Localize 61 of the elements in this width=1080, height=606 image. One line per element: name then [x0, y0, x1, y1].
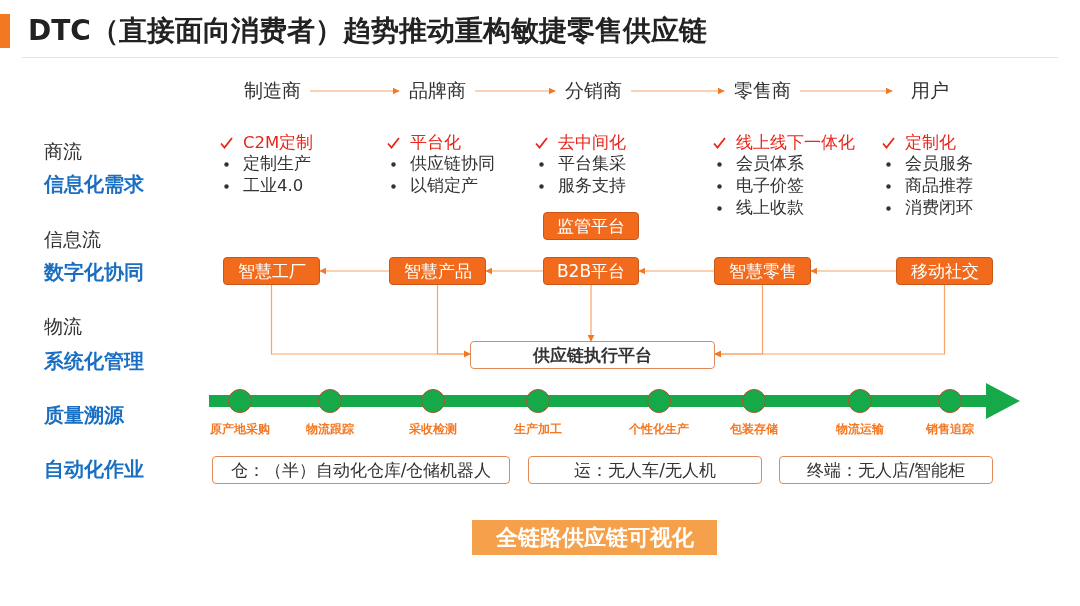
row-label: 信息流: [44, 227, 101, 252]
arrow: [587, 284, 595, 342]
requirement-item: 工业4.0: [243, 175, 304, 197]
arrow: [630, 87, 725, 95]
arrow: [436, 284, 471, 358]
stage-label: 用户: [911, 78, 949, 104]
requirement-item: 以销定产: [410, 175, 478, 197]
requirement-heading: 去中间化: [558, 132, 626, 154]
milestone-label: 采收检测: [409, 421, 457, 438]
arrow: [309, 87, 400, 95]
milestone-label: 原产地采购: [210, 421, 270, 438]
milestone-label: 物流运输: [836, 421, 884, 438]
row-label: 商流: [44, 139, 82, 164]
requirement-item: 线上收款: [736, 197, 804, 219]
process-box: 供应链执行平台: [470, 341, 715, 369]
requirement-item: 商品推荐: [905, 175, 973, 197]
milestone-label: 个性化生产: [629, 421, 689, 438]
requirement-item: 消费闭环: [905, 197, 973, 219]
arrow: [714, 284, 946, 358]
stage-label: 零售商: [733, 78, 791, 104]
process-box: 运：无人车/无人机: [528, 456, 762, 484]
platform-box: 智慧工厂: [223, 257, 320, 285]
requirement-heading: 定制化: [905, 132, 956, 154]
stage-label: 分销商: [564, 78, 622, 104]
milestone-label: 物流跟踪: [306, 421, 354, 438]
platform-box: 智慧零售: [714, 257, 811, 285]
milestone-label: 生产加工: [514, 421, 562, 438]
requirement-item: 会员服务: [905, 153, 973, 175]
process-box: 仓：（半）自动化仓库/仓储机器人: [212, 456, 510, 484]
process-box: 终端：无人店/智能柜: [779, 456, 993, 484]
row-label: 信息化需求: [44, 170, 144, 198]
row-label: 质量溯源: [44, 401, 124, 429]
milestone-label: 包装存储: [730, 421, 778, 438]
requirement-heading: 线上线下一体化: [736, 132, 855, 154]
arrow: [810, 267, 897, 275]
requirement-heading: 平台化: [410, 132, 461, 154]
arrow: [319, 267, 390, 275]
requirement-item: 会员体系: [736, 153, 804, 175]
title: DTC（直接面向消费者）趋势推动重构敏捷零售供应链: [28, 13, 707, 49]
row-label: 数字化协同: [44, 258, 144, 286]
arrow: [799, 87, 893, 95]
requirement-item: 平台集采: [558, 153, 626, 175]
platform-box: B2B平台: [543, 257, 639, 285]
platform-box: 移动社交: [896, 257, 993, 285]
arrow: [474, 87, 556, 95]
arrow: [638, 267, 715, 275]
stage-label: 品牌商: [408, 78, 466, 104]
row-label: 物流: [44, 314, 82, 339]
requirement-item: 供应链协同: [410, 153, 495, 175]
platform-box: 监管平台: [543, 212, 639, 240]
arrow: [485, 267, 544, 275]
requirement-item: 服务支持: [558, 175, 626, 197]
banner: 全链路供应链可视化: [472, 520, 717, 555]
requirement-heading: C2M定制: [243, 132, 314, 154]
row-label: 系统化管理: [44, 347, 144, 375]
requirement-item: 定制生产: [243, 153, 311, 175]
requirement-item: 电子价签: [736, 175, 804, 197]
row-label: 自动化作业: [44, 455, 144, 483]
milestone-label: 销售追踪: [926, 421, 974, 438]
stage-label: 制造商: [243, 78, 301, 104]
platform-box: 智慧产品: [389, 257, 486, 285]
